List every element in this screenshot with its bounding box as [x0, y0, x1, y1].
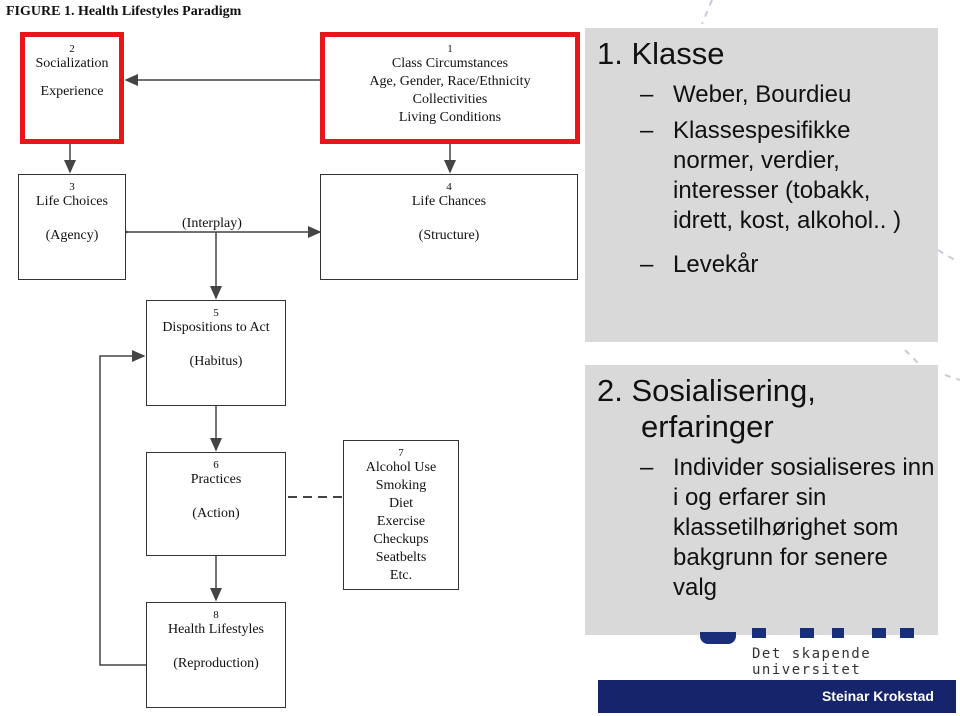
box-label: Practices [190, 472, 242, 487]
panel-klasse: 1. Klasse – Weber, Bourdieu – Klassespes… [585, 28, 938, 342]
panel-sosialisering: 2. Sosialisering, erfaringer – Individer… [585, 365, 938, 635]
behaviour-item: Smoking [375, 478, 427, 493]
bullet-item: – Levekår [640, 251, 759, 278]
diagram-arrows [64, 74, 456, 666]
panel-heading: 2. Sosialisering, [597, 373, 816, 408]
footer-bar: Steinar Krokstad [598, 680, 956, 713]
box-number: 5 [213, 307, 219, 319]
bullet-dash: – [640, 81, 654, 108]
bullet-item: – Weber, Bourdieu [640, 81, 852, 108]
behaviour-item: Etc. [389, 568, 413, 583]
box-label: (Habitus) [189, 354, 243, 369]
behaviour-item: Alcohol Use [365, 460, 437, 475]
box-label: Dispositions to Act [162, 320, 270, 335]
arrow-8-to-5-feedback [99, 350, 146, 666]
author-name: Steinar Krokstad [821, 688, 934, 704]
box-label: Class Circumstances [391, 56, 509, 71]
behaviour-item: Exercise [376, 514, 426, 529]
figure-title: FIGURE 1. Health Lifestyles Paradigm [6, 4, 242, 19]
box-label: Health Lifestyles [167, 622, 265, 637]
logo-mark [700, 632, 736, 644]
box-number: 7 [398, 447, 404, 459]
box-number: 2 [69, 43, 75, 55]
box-label: Collectivities [412, 92, 488, 107]
box-label: Socialization [35, 56, 109, 71]
box-label: (Structure) [418, 228, 480, 243]
bullet-dash: – [640, 454, 654, 481]
interplay-label: (Interplay) [182, 216, 242, 231]
box-label: Life Choices [36, 194, 108, 209]
behaviour-item: Diet [388, 496, 414, 511]
box-number: 8 [213, 609, 219, 621]
box-1-class-circumstances: 1 Class Circumstances Age, Gender, Race/… [320, 32, 580, 144]
bullet-dash: – [640, 117, 654, 144]
box-number: 4 [446, 181, 452, 193]
box-number: 1 [447, 43, 453, 55]
box-6-practices: 6 Practices (Action) [146, 452, 286, 556]
panel-heading: 1. Klasse [597, 36, 725, 71]
box-label: Life Chances [411, 194, 487, 209]
box-5-dispositions: 5 Dispositions to Act (Habitus) [146, 300, 286, 406]
box-number: 3 [69, 181, 75, 193]
box-7-behaviours: 7 Alcohol Use Smoking Diet Exercise Chec… [343, 440, 459, 590]
bullet-dash: – [640, 251, 654, 278]
logo-letters-icon [752, 628, 914, 638]
bullet-item: – Individer sosialiseres inn i og erfare… [640, 454, 935, 601]
panel-heading-cont: erfaringer [641, 409, 774, 444]
behaviour-item: Seatbelts [375, 550, 427, 565]
box-label: (Action) [192, 506, 240, 521]
health-lifestyles-figure: FIGURE 1. Health Lifestyles Paradigm [6, 4, 580, 708]
box-2-socialization: 2 Socialization Experience [20, 32, 124, 144]
box-label: Age, Gender, Race/Ethnicity [369, 74, 531, 89]
box-label: Experience [40, 84, 104, 99]
behaviour-item: Checkups [373, 532, 429, 547]
box-label: (Reproduction) [173, 656, 259, 671]
box-4-life-chances: 4 Life Chances (Structure) [320, 174, 578, 280]
bullet-item: – Klassespesifikke normer, verdier, inte… [640, 117, 902, 234]
box-number: 6 [213, 459, 219, 471]
box-3-life-choices: 3 Life Choices (Agency) [18, 174, 126, 280]
logo-tagline: Det skapende universitet [752, 646, 872, 678]
box-8-health-lifestyles: 8 Health Lifestyles (Reproduction) [146, 602, 286, 708]
box-label: (Agency) [45, 228, 99, 243]
box-label: Living Conditions [398, 110, 502, 125]
